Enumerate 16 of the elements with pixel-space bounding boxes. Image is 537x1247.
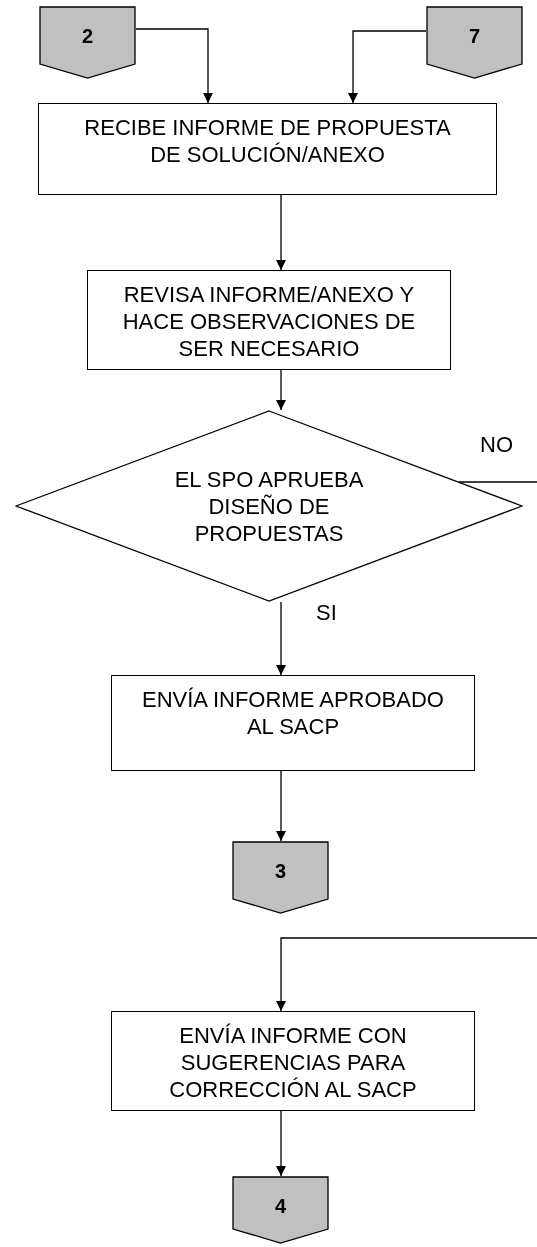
- off-page-connector: 7: [426, 6, 523, 79]
- off-page-connector: 3: [232, 841, 329, 914]
- arrow: [276, 770, 286, 842]
- arrow: [276, 194, 286, 271]
- process-box: ENVÍA INFORME CON SUGERENCIAS PARA CORRECCIÓN AL SACP: [111, 1011, 475, 1111]
- arrow: [348, 30, 427, 104]
- arrow: [276, 369, 286, 411]
- process-box: REVISA INFORME/ANEXO Y HACE OBSERVACIONES DE SER NECESARIO: [87, 270, 451, 370]
- off-page-connector: 2: [39, 6, 136, 79]
- arrow: [135, 28, 213, 104]
- off-page-connector: 4: [232, 1176, 329, 1244]
- process-box: ENVÍA INFORME APROBADO AL SACP: [111, 675, 475, 771]
- arrow: [276, 937, 537, 1012]
- arrow: [276, 601, 286, 676]
- process-box: RECIBE INFORME DE PROPUESTA DE SOLUCIÓN/ANEXO: [38, 103, 497, 195]
- arrow: [276, 1110, 286, 1177]
